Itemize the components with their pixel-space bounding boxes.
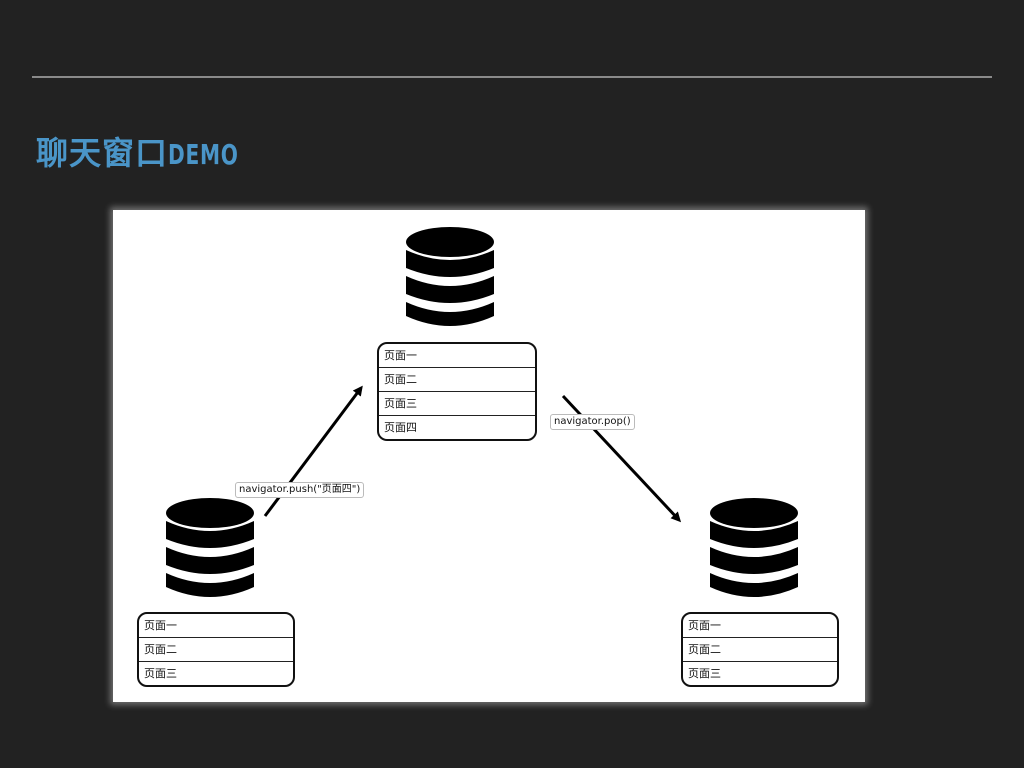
top-divider [32, 76, 992, 78]
database-icon [710, 498, 798, 597]
stack-page: 页面三 [379, 391, 535, 415]
stack-page: 页面一 [384, 349, 417, 362]
stack-page: 页面四 [379, 415, 535, 439]
left-page-stack: 页面一 页面二 页面三 [137, 612, 295, 687]
stack-page: 页面三 [683, 661, 837, 685]
stack-page: 页面二 [683, 637, 837, 661]
stack-page: 页面二 [139, 637, 293, 661]
database-icon [166, 498, 254, 597]
slide-title: 聊天窗口DEMO [36, 128, 266, 174]
slide-title-cjk: 聊天窗口 [36, 134, 169, 172]
stack-page: 页面二 [379, 367, 535, 391]
center-page-stack: 页面一 页面二 页面三 页面四 [377, 342, 537, 441]
slide-title-latin: DEMO [168, 138, 239, 171]
stack-page: 页面一 [144, 619, 177, 632]
stack-page: 页面一 [688, 619, 721, 632]
pop-call-label: navigator.pop() [550, 414, 635, 430]
stack-page: 页面三 [139, 661, 293, 685]
database-icon [406, 227, 494, 326]
navigator-diagram: 页面一 页面二 页面三 页面四 页面一 页面二 页面三 页面一 页面二 页面三 [113, 210, 865, 702]
arrow-layer [263, 385, 682, 523]
push-call-label: navigator.push("页面四") [235, 482, 365, 498]
right-page-stack: 页面一 页面二 页面三 [681, 612, 839, 687]
